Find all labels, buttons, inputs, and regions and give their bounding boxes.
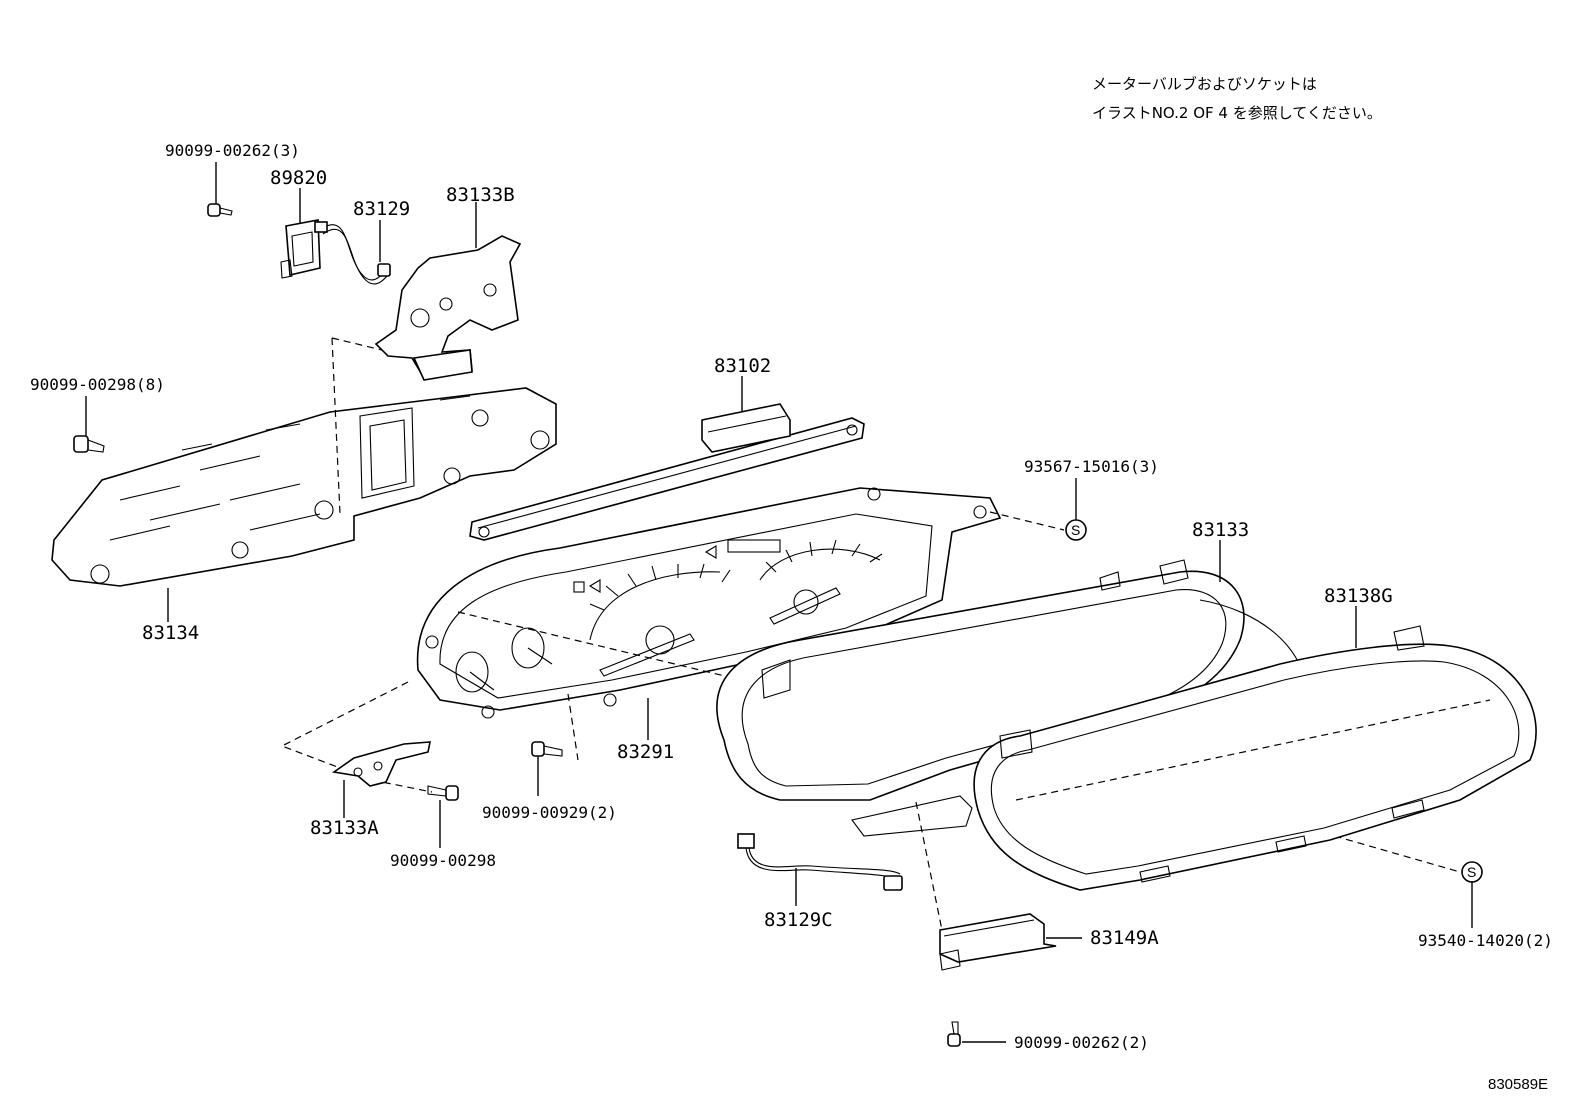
label-90099-00298: 90099-00298 bbox=[390, 851, 496, 870]
label-89820: 89820 bbox=[270, 167, 327, 189]
label-90099-00262-2: 90099-00262(2) bbox=[1014, 1033, 1149, 1052]
label-93567-15016-3: 93567-15016(3) bbox=[1024, 457, 1159, 476]
symbol-s-lower: S bbox=[1461, 861, 1483, 883]
label-83149A: 83149A bbox=[1090, 927, 1159, 949]
screw-90099-00262-top bbox=[207, 162, 233, 217]
label-83138G: 83138G bbox=[1324, 585, 1393, 607]
bracket-83133A bbox=[331, 741, 431, 787]
meter-hood-83133 bbox=[716, 559, 1307, 837]
label-93540-14020-2: 93540-14020(2) bbox=[1418, 931, 1553, 950]
note-line-1: メーターバルブおよびソケットは bbox=[1092, 75, 1317, 93]
screw-90099-00929 bbox=[531, 741, 563, 757]
label-83134: 83134 bbox=[142, 622, 199, 644]
wire-harness-83129C bbox=[737, 833, 903, 891]
label-83129C: 83129C bbox=[764, 909, 833, 931]
wire-harness-83129 bbox=[314, 220, 391, 285]
label-90099-00929-2: 90099-00929(2) bbox=[482, 803, 617, 822]
symbol-s-upper: S bbox=[1065, 519, 1087, 541]
bracket-83133B bbox=[374, 202, 522, 381]
svg-text:S: S bbox=[1071, 522, 1080, 538]
screw-90099-00298 bbox=[427, 785, 459, 801]
label-83133: 83133 bbox=[1192, 519, 1249, 541]
note-line-2: イラストNO.2 OF 4 を参照してください。 bbox=[1092, 104, 1382, 122]
screw-90099-00262-bottom bbox=[947, 1021, 961, 1047]
diagram-reference-code: 830589E bbox=[1488, 1076, 1548, 1093]
label-83129: 83129 bbox=[353, 198, 410, 220]
svg-text:S: S bbox=[1467, 864, 1476, 880]
label-83102: 83102 bbox=[714, 355, 771, 377]
cover-glass-83138G bbox=[973, 625, 1537, 891]
relay-89820 bbox=[280, 188, 321, 279]
label-90099-00262-3: 90099-00262(3) bbox=[165, 141, 300, 160]
frame-plate-83134 bbox=[51, 337, 557, 587]
socket-83149A bbox=[939, 913, 1057, 971]
label-90099-00298-8: 90099-00298(8) bbox=[30, 375, 165, 394]
label-83133B: 83133B bbox=[446, 184, 515, 206]
screw-90099-00298-8 bbox=[73, 396, 105, 453]
label-83133A: 83133A bbox=[310, 817, 379, 839]
circuit-bar-83102 bbox=[469, 376, 865, 541]
label-83291: 83291 bbox=[617, 741, 674, 763]
